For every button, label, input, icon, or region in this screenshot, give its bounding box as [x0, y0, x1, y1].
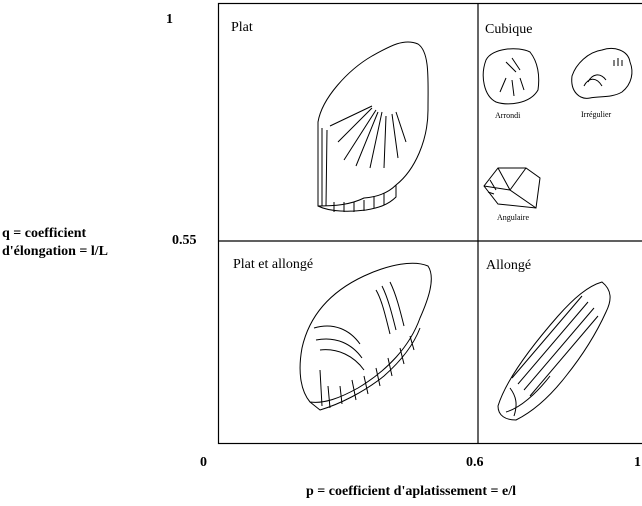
cubique-rounded-drawing: [483, 49, 538, 104]
plat-shell-drawing: [318, 42, 428, 212]
cubique-irregular-drawing: [572, 49, 632, 99]
cubique-angular-drawing: [484, 168, 540, 208]
allonge-shell-drawing: [498, 282, 610, 420]
plat-allonge-shell-drawing: [300, 263, 431, 410]
diagram-frame: [219, 4, 642, 444]
